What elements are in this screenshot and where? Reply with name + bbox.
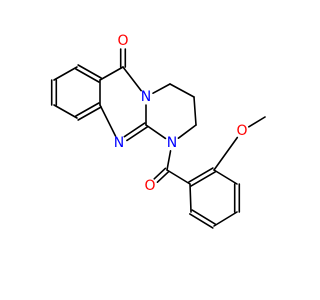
atom-label-o1: O [117,33,128,49]
bond-Cp-B1-double [190,171,216,187]
bond-O2-Me-single [248,116,266,128]
bond-N2-C2-double [126,126,149,142]
bonds [50,48,266,229]
bond-Cc-O3-double [156,170,170,183]
bond-R1-R2-single [169,83,195,98]
bond-Cb-N1-single [122,66,142,92]
bond-N3-Cc-single [166,150,172,171]
bond-N1-R1-single [152,83,171,94]
bond-Cc-Cp-single [166,169,191,185]
bond-N2-C2-double [123,122,146,138]
atom-label-n1: N [141,89,151,105]
atom-label-n2: N [114,135,124,151]
bond-B4-B5-double [191,209,216,225]
atom-label-n3: N [167,135,177,151]
bond-B3-B4-single [213,211,238,227]
bond-Cp-B1-double [188,167,214,183]
atom-label-o3: O [144,178,155,194]
bond-A6-N2-single [99,104,117,137]
bond-R2-R3-single [193,96,197,126]
bond-A1-A2-double [77,64,102,79]
bond-B1-O2-single [213,136,239,171]
bond-Cc-O3-double [153,167,167,180]
atom-label-o2: O [236,123,247,139]
chemical-structure-diagram: O O O N N N [50,33,266,229]
molecule-drawing: O O O N N N [50,33,266,229]
bond-A5-A6-double [77,106,102,121]
bond-A2-A3-single [53,66,78,81]
bond-A1-A2-double [75,68,100,83]
bond-B5-Cp-single [189,183,192,213]
bond-C2-N3-single [145,124,167,140]
bond-B4-B5-double [189,213,214,229]
bond-Cb-A1-single [99,66,124,81]
bond-R3-N3-single [177,124,197,139]
bond-A5-A6-double [75,102,100,117]
bond-B1-B2-single [213,169,238,185]
bond-A4-A5-single [53,104,78,119]
atom-labels: O O O N N N [114,33,248,194]
